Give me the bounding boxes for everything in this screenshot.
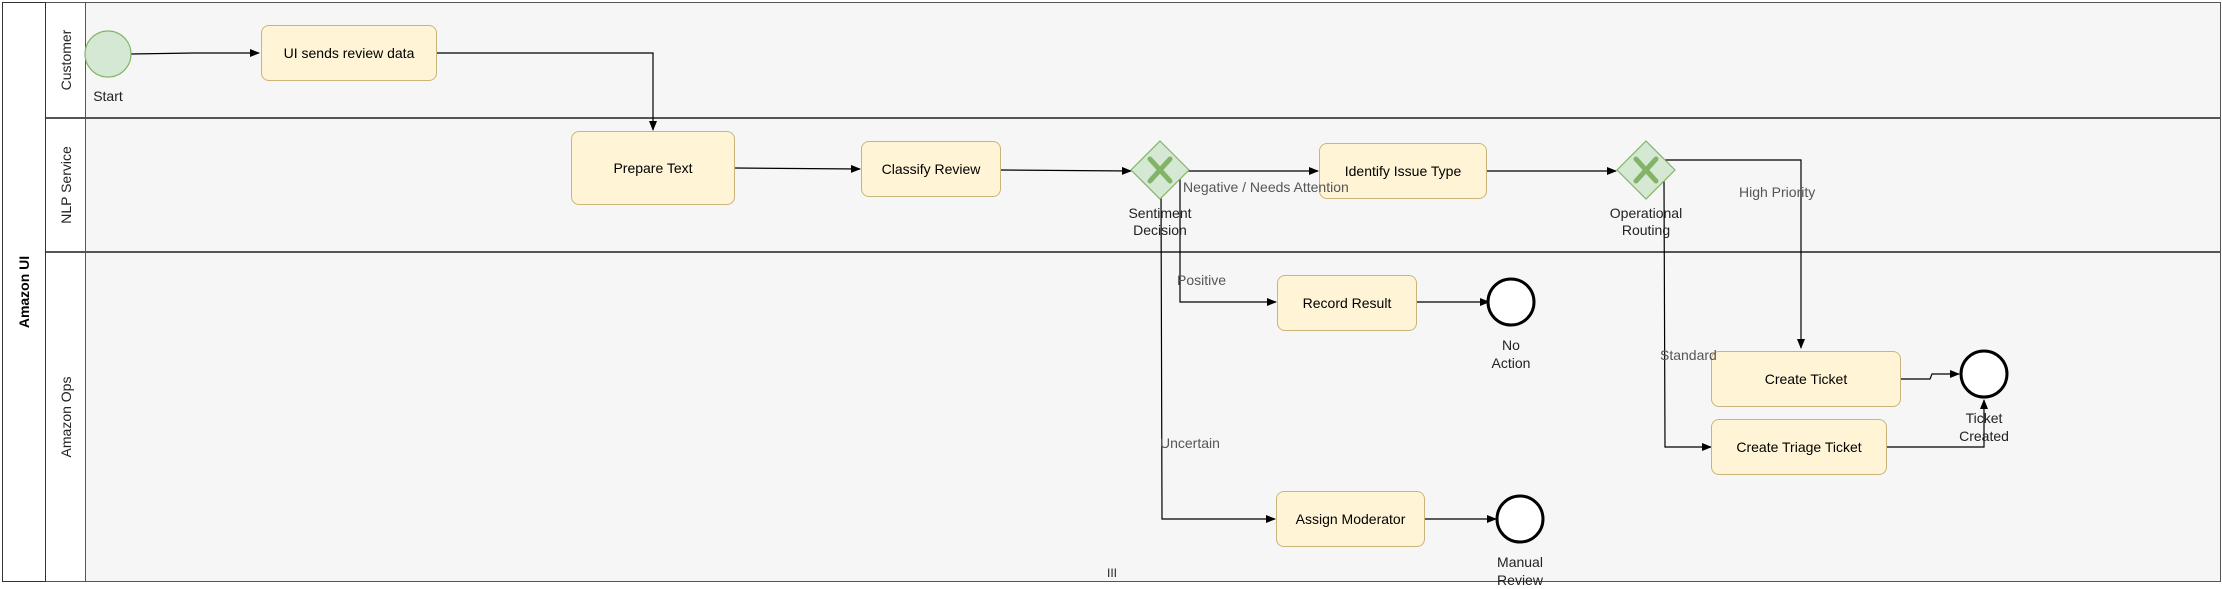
edge-create-triage-to-ticket-created: [1887, 399, 1988, 448]
edge-start-to-ui-sends: [130, 49, 260, 57]
task-prepare-text[interactable]: Prepare Text: [571, 131, 735, 205]
edge-label-uncertain: Uncertain: [1160, 435, 1220, 451]
end-event-no-action: [1486, 277, 1536, 327]
task-record-result[interactable]: Record Result: [1277, 275, 1417, 331]
lane-header-nlp-service: NLP Service: [46, 118, 86, 252]
start-event-label: Start: [93, 88, 123, 104]
lane-customer: [86, 2, 2221, 118]
lane-header-amazon-ops: Amazon Ops: [46, 252, 86, 582]
exclusive-x-icon: [1633, 156, 1659, 184]
edge-classify-to-sentiment: [1000, 166, 1132, 175]
end-event-manual-review: [1495, 494, 1545, 544]
end-event-ticket-created: [1959, 349, 2009, 399]
edge-label-high-priority: High Priority: [1739, 184, 1816, 200]
edge-operational-standard-to-create-triage: [1663, 180, 1712, 451]
ticket-created-label: Ticket Created: [1959, 410, 2009, 444]
lane-header-customer: Customer: [46, 2, 86, 118]
start-event: [84, 30, 132, 78]
sentiment-decision-label: Sentiment Decision: [1128, 205, 1192, 238]
edge-create-ticket-to-ticket-created: [1901, 370, 1960, 380]
edge-ui-sends-to-prepare-text: [437, 52, 657, 131]
exclusive-x-icon: [1147, 156, 1173, 184]
task-ui-sends-review-data[interactable]: UI sends review data: [261, 25, 437, 81]
pool-header: Amazon UI: [2, 2, 46, 582]
edge-prepare-text-to-classify: [734, 164, 861, 173]
task-assign-moderator[interactable]: Assign Moderator: [1276, 491, 1425, 547]
edge-sentiment-positive-to-record-result: [1179, 162, 1277, 306]
gateway-operational-routing: [1616, 140, 1676, 200]
edge-label-standard: Standard: [1660, 347, 1717, 363]
task-create-ticket[interactable]: Create Ticket: [1711, 351, 1901, 407]
lane-amazon-ops: [86, 252, 2221, 582]
task-identify-issue-type[interactable]: Identify Issue Type: [1319, 143, 1487, 199]
task-create-triage-ticket[interactable]: Create Triage Ticket: [1711, 419, 1887, 475]
scroll-grip[interactable]: III: [1106, 566, 1117, 580]
gateway-sentiment-decision: [1130, 140, 1190, 200]
no-action-label: No Action: [1491, 337, 1531, 371]
edge-label-negative: Negative / Needs Attention: [1183, 179, 1349, 195]
edge-label-positive: Positive: [1177, 272, 1227, 288]
edge-sentiment-uncertain-to-assign-moderator: [1160, 185, 1276, 523]
manual-review-label: Manual Review: [1497, 554, 1543, 588]
operational-routing-label: Operational Routing: [1609, 205, 1683, 238]
edge-operational-high-priority-to-create-ticket: [1660, 159, 1805, 349]
task-classify-review[interactable]: Classify Review: [861, 141, 1001, 197]
